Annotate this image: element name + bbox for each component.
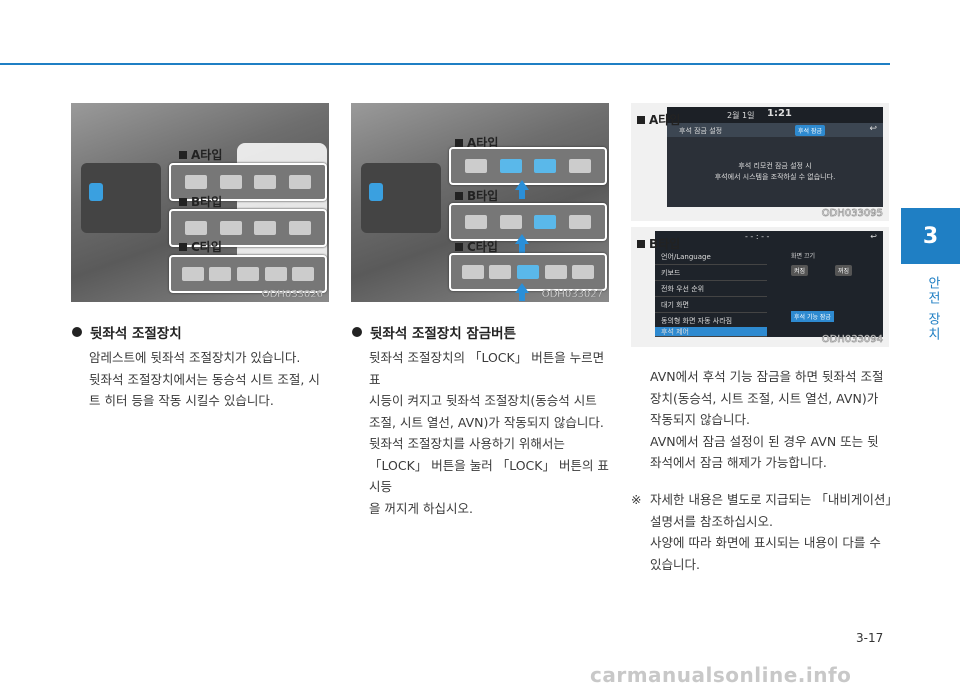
- type-b-label: B타입: [455, 187, 498, 204]
- screen-message: 후석에서 시스템을 조작하실 수 없습니다.: [714, 173, 836, 181]
- chapter-tab: 3: [901, 208, 960, 264]
- type-c-label: C타입: [455, 238, 498, 255]
- lock-arrow-icon: [515, 180, 529, 190]
- note-mark: ※: [631, 492, 642, 507]
- back-icon[interactable]: ↩: [870, 232, 877, 241]
- controller-highlight: [369, 183, 383, 201]
- lock-arrow-icon: [515, 283, 529, 293]
- panel-type-a: [169, 163, 327, 201]
- right-panel-title: 화면 끄기: [791, 253, 815, 260]
- back-icon[interactable]: ↩: [869, 124, 877, 134]
- chapter-label: 안전 장치: [925, 276, 940, 343]
- screen-message: 후석 리모컨 잠금 설정 시: [738, 162, 812, 170]
- figure-lock-button: A타입 B타입 C타입 ODH033027: [351, 103, 609, 302]
- figure-code: ODH033094: [821, 334, 883, 346]
- rear-lock-button[interactable]: 후석 잠금: [795, 125, 825, 136]
- on-button[interactable]: 켜짐: [791, 265, 809, 276]
- watermark: carmanualsonline.info: [590, 663, 852, 687]
- figure-code: ODH033026: [261, 289, 323, 301]
- type-b-label: B타입: [179, 193, 222, 210]
- controller-highlight: [89, 183, 103, 201]
- lock-arrow-icon: [515, 234, 529, 244]
- menu-item-standby[interactable]: 대기 화면: [655, 297, 767, 313]
- section1-body: 암레스트에 뒷좌석 조절장치가 있습니다. 뒷좌석 조절장치에서는 동승석 시트…: [89, 350, 320, 408]
- menu-item-phone-priority[interactable]: 전화 우선 순위: [655, 281, 767, 297]
- menu-item-rear-control[interactable]: 후석 제어: [655, 327, 767, 337]
- page-number: 3-17: [856, 631, 884, 645]
- type-a-label: A타입: [455, 134, 498, 151]
- panel-type-c: [169, 255, 327, 293]
- figure-code: ODH033027: [541, 289, 603, 301]
- type-a-label: A타입: [637, 111, 680, 128]
- rear-lock-title: 후석 기능 잠금: [791, 311, 834, 322]
- status-bar: 2월 1일 1:21: [667, 107, 883, 123]
- figure-avn-lock-b: - - : - - ↩ 언어/Language 키보드 전화 우선 순위 대기 …: [631, 227, 889, 347]
- off-button[interactable]: 꺼짐: [835, 265, 853, 276]
- menu-item-keyboard[interactable]: 키보드: [655, 265, 767, 281]
- type-b-label: B타입: [637, 235, 680, 252]
- panel-type-b: [169, 209, 327, 247]
- section-heading-lock-button: 뒷좌석 조절장치 잠금버튼: [352, 322, 516, 342]
- figure-rear-controller: A타입 B타입 C타입 ODH033026: [71, 103, 329, 302]
- note-body: 자세한 내용은 별도로 지급되는 「내비게이션」 설명서를 참조하십시오. 사양…: [650, 492, 898, 572]
- section2-body: 뒷좌석 조절장치의 「LOCK」 버튼을 누르면 표 시등이 켜지고 뒷좌석 조…: [369, 350, 609, 516]
- section-heading-rear-controller: 뒷좌석 조절장치: [72, 322, 182, 342]
- screen-title-bar: 후석 잠금 설정 후석 잠금 ↩: [667, 123, 883, 137]
- menu-item-language[interactable]: 언어/Language: [655, 249, 767, 265]
- figure-code: ODH033095: [821, 208, 883, 220]
- chapter-number: 3: [922, 223, 939, 249]
- figure-avn-lock-a: 2월 1일 1:21 후석 잠금 설정 후석 잠금 ↩ 후석 리모컨 잠금 설정…: [631, 103, 889, 221]
- panel-type-a: [449, 147, 607, 185]
- section3-body: AVN에서 후석 기능 잠금을 하면 뒷좌석 조절 장치(동승석, 시트 조절,…: [650, 369, 884, 470]
- header-rule: [0, 63, 890, 65]
- type-c-label: C타입: [179, 238, 222, 255]
- type-a-label: A타입: [179, 146, 222, 163]
